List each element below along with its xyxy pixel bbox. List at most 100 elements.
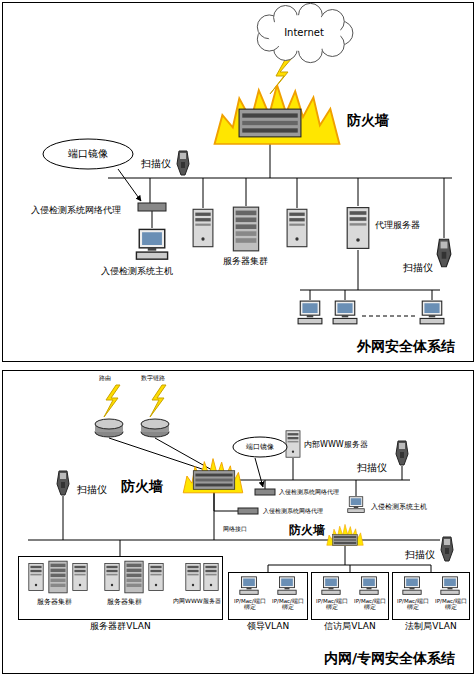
device-label: 扫描仪	[76, 484, 108, 496]
drawing-part	[118, 169, 141, 201]
ids-host	[136, 229, 167, 259]
wires	[28, 138, 452, 572]
firewall-flame	[183, 459, 243, 493]
device-label: 数字链路	[140, 375, 166, 382]
www-server	[286, 431, 300, 457]
server	[73, 563, 87, 590]
drawing-part	[310, 290, 311, 300]
firewall-device	[193, 471, 234, 490]
pc	[240, 577, 258, 595]
server-rack	[233, 207, 258, 251]
server	[186, 563, 200, 590]
server	[149, 563, 163, 590]
ids-agent	[138, 203, 166, 211]
drawing-part	[300, 290, 440, 291]
server	[29, 563, 43, 590]
drawing-part	[345, 546, 346, 565]
device-label: 扫描仪	[404, 549, 436, 561]
port-mirror-ellipse: 端口镜像	[232, 436, 288, 458]
drawing-part	[358, 250, 359, 290]
drawing-part	[432, 290, 433, 300]
lightning	[270, 58, 292, 94]
panel: 端口镜像服务器群VLAN领导VLAN信访局VLAN法制局VLAN内网/专网安全体…	[2, 370, 474, 674]
server	[204, 563, 218, 590]
device-label: 内网WWW服务器	[172, 598, 222, 605]
drawing-part	[109, 438, 205, 470]
firewall-flame	[327, 524, 363, 545]
device-label: 入侵检测系统网络代理	[30, 205, 122, 215]
device-label: 防火墙	[120, 478, 164, 494]
firewall-device	[333, 534, 358, 545]
device-label: 入侵检测系统网络代理	[262, 508, 324, 515]
scanner-icon	[177, 151, 189, 175]
drawing-part	[246, 178, 247, 206]
port-mirror-ellipse: 端口镜像	[42, 138, 134, 170]
drawing-part	[120, 540, 121, 556]
vlan-box: 法制局VLAN	[392, 572, 470, 620]
drawing-part	[108, 178, 452, 179]
ellipse-shape	[233, 437, 287, 457]
device-label: IP/Mac/端口绑定	[432, 598, 470, 611]
ids-host	[348, 497, 365, 513]
ids-agent	[238, 508, 258, 514]
drawing-part	[268, 565, 269, 572]
device-label: IP/Mac/端口绑定	[231, 598, 269, 611]
node-label: 端口镜像	[246, 443, 274, 451]
vlan-caption: 信访局VLAN	[302, 621, 398, 632]
router	[95, 419, 123, 437]
device-label: IP/Mac/端口绑定	[313, 598, 351, 611]
device-label: 网络接口	[222, 526, 248, 533]
proxy-server	[347, 208, 369, 249]
drawing-part	[431, 565, 432, 572]
server	[287, 209, 307, 246]
drawing-part	[150, 178, 151, 203]
device-label: 入侵检测系统主机	[370, 503, 428, 511]
pc	[298, 301, 322, 324]
cloud-shape	[257, 3, 353, 62]
drawing-part	[356, 480, 357, 496]
pc	[441, 577, 459, 595]
drawing-part	[236, 480, 410, 481]
drawing-part	[28, 540, 440, 541]
lightning	[150, 385, 166, 417]
router	[141, 419, 169, 437]
device-label: 入侵检测系统网络代理	[278, 489, 340, 496]
device-label: 扫描仪	[140, 158, 172, 170]
pc	[360, 577, 378, 595]
device-label: 防火墙	[346, 112, 390, 128]
panel-caption: 外网安全体系结	[357, 338, 455, 355]
device-label: IP/Mac/端口绑定	[269, 598, 307, 611]
scanner-icon	[441, 537, 453, 561]
server-rack	[49, 561, 67, 593]
lightning	[104, 385, 120, 417]
drawing-part	[297, 178, 298, 208]
pc	[278, 577, 296, 595]
scanner-icon	[57, 471, 69, 495]
pc	[333, 301, 357, 324]
pc	[403, 577, 421, 595]
drawing-part	[255, 458, 263, 487]
device-label: 扫描仪	[356, 462, 388, 474]
server-rack	[125, 561, 143, 593]
drawing-part	[203, 178, 204, 208]
pc	[322, 577, 340, 595]
pc	[420, 301, 444, 324]
vlan-box: 服务器群VLAN	[18, 556, 223, 620]
node-label: 端口镜像	[68, 148, 108, 160]
device-label: 入侵检测系统主机	[100, 266, 174, 276]
firewall-device	[239, 109, 301, 137]
drawing-part	[350, 565, 351, 572]
device-label: 路由	[98, 375, 112, 382]
device-label: 扫描仪	[402, 262, 434, 274]
scanner-icon	[396, 441, 408, 465]
device-label: 服务器集群	[222, 256, 269, 266]
scanner-icon	[437, 239, 451, 266]
drawing-part	[214, 490, 215, 540]
device-label: IP/Mac/端口绑定	[351, 598, 389, 611]
drawing-part	[152, 211, 153, 228]
vlan-box: 领导VLAN	[228, 572, 308, 620]
vlan-caption: 领导VLAN	[219, 621, 317, 632]
ids-agent	[255, 489, 275, 495]
drawing-part	[362, 316, 416, 317]
firewall-flame	[215, 85, 340, 144]
